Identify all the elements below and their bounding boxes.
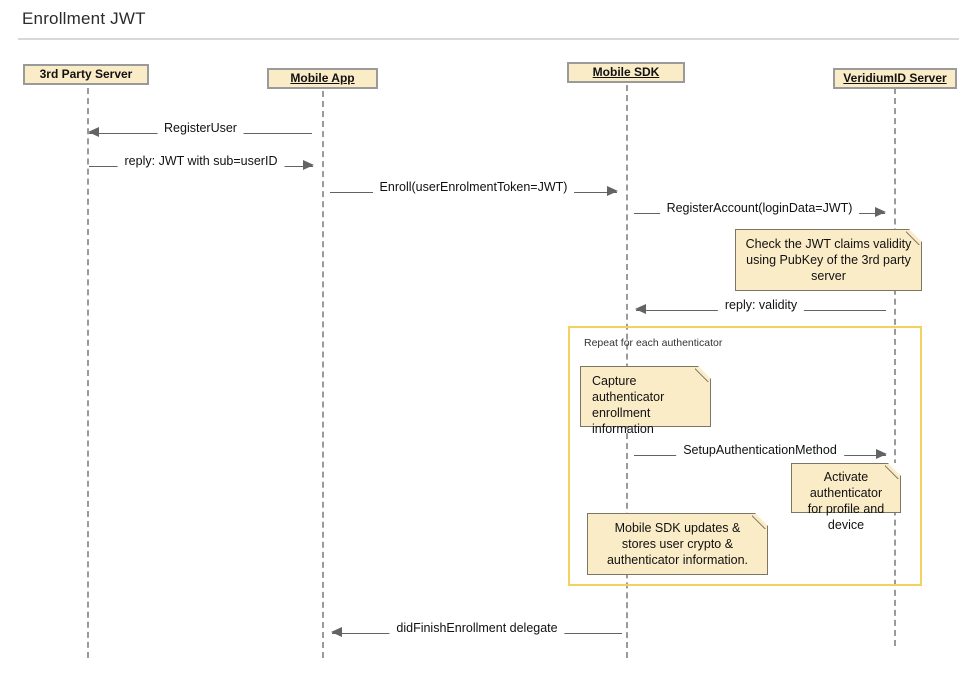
arrowhead-right-icon	[607, 186, 618, 196]
note-fold-icon	[697, 365, 712, 380]
message-label: Enroll(userEnrolmentToken=JWT)	[372, 178, 575, 197]
message-label: SetupAuthenticationMethod	[676, 441, 844, 460]
participant-mobile-sdk[interactable]: Mobile SDK	[567, 62, 685, 83]
participant-third-party-server[interactable]: 3rd Party Server	[23, 64, 149, 85]
message-register-user[interactable]: RegisterUser	[88, 119, 312, 139]
message-reply-validity[interactable]: reply: validity	[635, 296, 886, 316]
note-activate-authenticator: Activate authenticator for profile and d…	[791, 462, 902, 532]
arrowhead-left-icon	[331, 627, 342, 637]
participant-mobile-app[interactable]: Mobile App	[267, 68, 378, 89]
note-text: Check the JWT claims validity using PubK…	[745, 237, 912, 283]
participant-label: 3rd Party Server	[39, 67, 133, 81]
note-fold-icon	[754, 512, 769, 527]
page-title: Enrollment JWT	[22, 9, 146, 28]
message-label: RegisterAccount(loginData=JWT)	[659, 199, 860, 218]
arrowhead-right-icon	[875, 207, 886, 217]
note-text: Mobile SDK updates & stores user crypto …	[606, 521, 749, 567]
message-enroll[interactable]: Enroll(userEnrolmentToken=JWT)	[330, 178, 618, 198]
participant-label: VeridiumID Server	[843, 71, 947, 85]
lifeline-mobile-app	[322, 91, 324, 658]
note-fold-icon	[887, 462, 902, 477]
arrowhead-right-icon	[303, 160, 314, 170]
note-mobile-sdk-updates: Mobile SDK updates & stores user crypto …	[587, 512, 769, 575]
arrowhead-right-icon	[876, 449, 887, 459]
message-label: didFinishEnrollment delegate	[389, 619, 565, 638]
note-text: Capture authenticator enrollment informa…	[592, 374, 665, 436]
message-register-account[interactable]: RegisterAccount(loginData=JWT)	[634, 199, 886, 219]
message-did-finish-enrollment[interactable]: didFinishEnrollment delegate	[331, 619, 622, 639]
fragment-label: Repeat for each authenticator	[584, 337, 723, 349]
participant-label: Mobile App	[290, 71, 355, 85]
fragment-repeat-for-each-authenticator	[568, 326, 922, 586]
note-capture-authenticator: Capture authenticator enrollment informa…	[580, 365, 712, 436]
participant-label: Mobile SDK	[592, 65, 660, 79]
arrowhead-left-icon	[88, 127, 99, 137]
lifeline-third-party-server	[87, 88, 89, 658]
message-label: reply: JWT with sub=userID	[117, 152, 285, 171]
message-reply-jwt[interactable]: reply: JWT with sub=userID	[89, 152, 314, 172]
note-check-jwt: Check the JWT claims validity using PubK…	[735, 228, 923, 291]
title-divider	[18, 38, 959, 40]
note-text: Activate authenticator for profile and d…	[807, 470, 885, 532]
note-fold-icon	[908, 228, 923, 243]
message-setup-authentication-method[interactable]: SetupAuthenticationMethod	[634, 441, 887, 461]
message-label: RegisterUser	[157, 119, 244, 138]
message-label: reply: validity	[717, 296, 805, 315]
arrowhead-left-icon	[635, 304, 646, 314]
participant-veridiumid-server[interactable]: VeridiumID Server	[833, 68, 957, 89]
lifeline-veridiumid-server	[894, 88, 896, 646]
